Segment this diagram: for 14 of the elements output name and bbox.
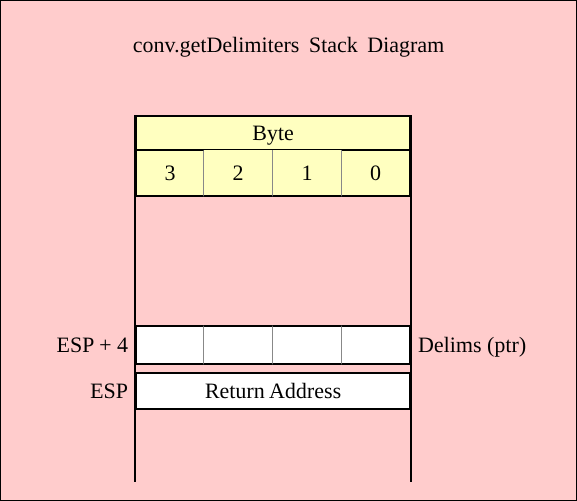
stack-cell [342,325,411,365]
stack-cell: Return Address [135,372,411,410]
stack-cell [135,325,204,365]
row-label: ESP [89,377,128,405]
column-header: 1 [273,150,342,197]
column-header: 0 [342,150,411,197]
stack-cell [273,325,342,365]
column-header: 2 [204,150,273,197]
table-header: Byte [135,115,411,150]
row-label: Delims (ptr) [418,331,528,359]
diagram-title: conv.getDelimiters Stack Diagram [132,31,446,59]
column-header: 3 [135,150,204,197]
stack-cell [204,325,273,365]
row-label: ESP + 4 [56,331,128,359]
